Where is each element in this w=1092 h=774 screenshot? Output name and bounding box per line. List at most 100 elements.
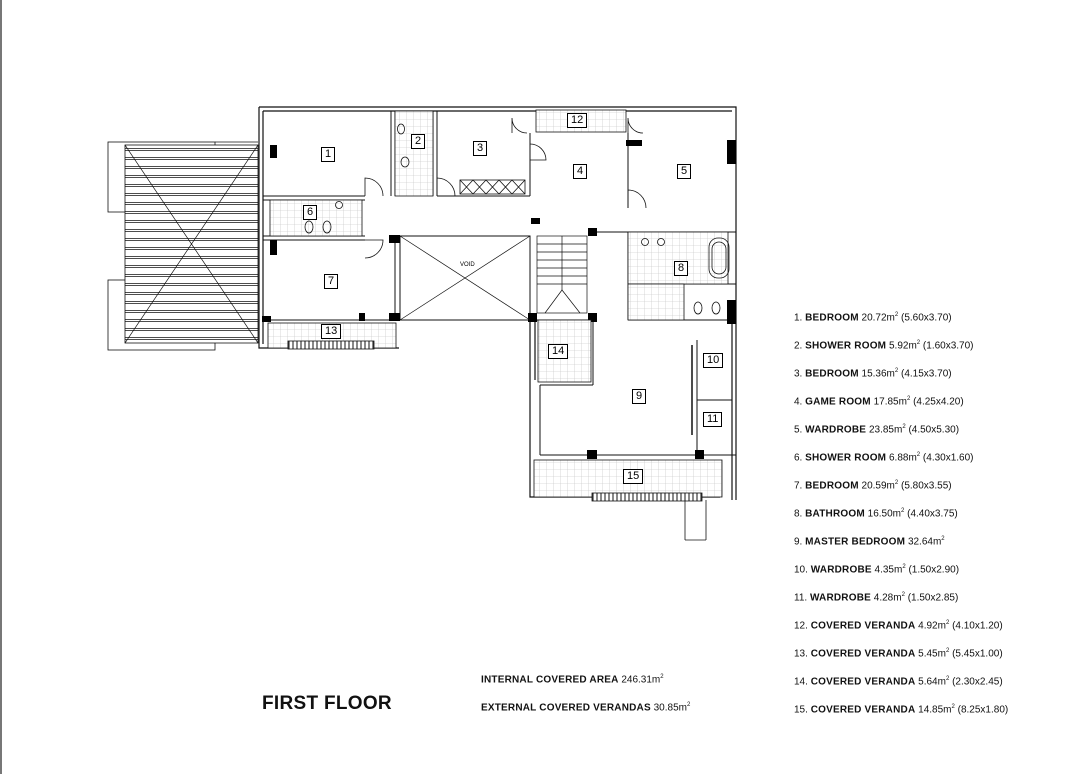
legend-item: 13. COVERED VERANDA 5.45m2 (5.45x1.00) (794, 645, 1084, 673)
legend-area: 14.85m (918, 704, 952, 716)
room-tag-7: 7 (324, 274, 339, 289)
internal-area: INTERNAL COVERED AREA 246.31m2 (481, 674, 664, 685)
legend-item: 5. WARDROBE 23.85m2 (4.50x5.30) (794, 421, 1084, 449)
legend-area-sup: 2 (902, 424, 906, 430)
room-tag-3: 3 (473, 141, 488, 156)
legend-item: 3. BEDROOM 15.36m2 (4.15x3.70) (794, 365, 1084, 393)
legend-room-name: WARDROBE (809, 592, 871, 604)
legend-room-name: SHOWER ROOM (805, 452, 887, 464)
internal-area-label: INTERNAL COVERED AREA (481, 674, 619, 686)
room-tag-1: 1 (321, 147, 336, 162)
legend-area-sup: 2 (945, 648, 950, 654)
legend-area: 6.88m (889, 452, 917, 464)
legend-number: 15. (794, 704, 808, 716)
legend-dimensions: (2.30x2.45) (952, 676, 1003, 688)
legend-area: 23.85m (868, 424, 903, 436)
legend-dimensions: (5.45x1.00) (952, 648, 1003, 660)
legend-item: 11. WARDROBE 4.28m2 (1.50x2.85) (794, 589, 1084, 617)
legend-number: 7. (794, 480, 803, 492)
void-cross (399, 235, 531, 321)
void-label: VOID (460, 262, 475, 268)
internal-area-value: 246.31m (621, 674, 661, 686)
room-tag-4: 4 (573, 164, 588, 179)
legend-number: 3. (794, 368, 803, 380)
legend-area: 32.64m (907, 536, 942, 548)
legend-dimensions: (1.50x2.85) (907, 592, 959, 604)
legend-room-name: GAME ROOM (805, 396, 871, 408)
structural-columns (262, 140, 736, 459)
legend-room-name: BEDROOM (805, 368, 859, 380)
legend-item: 1. BEDROOM 20.72m2 (5.60x3.70) (794, 309, 1084, 337)
room-tag-9: 9 (632, 389, 647, 404)
tiled-areas (267, 109, 729, 498)
legend-item: 12. COVERED VERANDA 4.92m2 (4.10x1.20) (794, 617, 1084, 645)
legend-dimensions: (5.80x3.55) (901, 480, 952, 492)
staircase (536, 235, 588, 314)
legend-area-sup: 2 (951, 704, 955, 710)
fixtures (304, 123, 730, 315)
room-tag-15: 15 (623, 469, 644, 484)
door-swings (364, 117, 647, 259)
legend-dimensions: (5.60x3.70) (901, 312, 952, 324)
legend-area: 20.72m (861, 312, 895, 324)
legend-area: 5.92m (889, 340, 917, 352)
legend-room-name: BATHROOM (805, 508, 865, 520)
legend-area-sup: 2 (902, 564, 906, 570)
legend-area-sup: 2 (945, 676, 950, 682)
legend-item: 15. COVERED VERANDA 14.85m2 (8.25x1.80) (794, 701, 1084, 729)
legend-dimensions: (1.50x2.90) (908, 564, 960, 576)
legend-dimensions: (4.25x4.20) (913, 396, 964, 408)
legend-area-sup: 2 (894, 368, 899, 374)
room-tag-14: 14 (548, 344, 569, 359)
room-tag-8: 8 (674, 261, 689, 276)
external-area-label: EXTERNAL COVERED VERANDAS (481, 702, 651, 714)
legend-item: 4. GAME ROOM 17.85m2 (4.25x4.20) (794, 393, 1084, 421)
legend-item: 9. MASTER BEDROOM 32.64m2 (794, 533, 1084, 561)
legend-area-sup: 2 (916, 340, 921, 346)
floor-title: FIRST FLOOR (262, 693, 392, 714)
legend-dimensions: (4.40x3.75) (907, 508, 958, 520)
legend-room-name: BEDROOM (805, 480, 859, 492)
legend-number: 6. (794, 452, 803, 464)
room-legend: 1. BEDROOM 20.72m2 (5.60x3.70)2. SHOWER … (794, 309, 1084, 729)
legend-area: 17.85m (873, 396, 907, 408)
legend-item: 10. WARDROBE 4.35m2 (1.50x2.90) (794, 561, 1084, 589)
legend-room-name: COVERED VERANDA (810, 704, 916, 716)
legend-number: 12. (794, 620, 808, 632)
legend-area: 20.59m (861, 480, 895, 492)
legend-area-sup: 2 (901, 592, 905, 598)
external-area: EXTERNAL COVERED VERANDAS 30.85m2 (481, 702, 690, 713)
external-area-unit-sup: 2 (686, 702, 691, 708)
legend-dimensions: (4.10x1.20) (952, 620, 1003, 632)
legend-number: 4. (794, 396, 803, 408)
room-tag-5: 5 (677, 164, 692, 179)
legend-dimensions: (1.60x3.70) (922, 340, 974, 352)
room-tag-12: 12 (567, 113, 588, 128)
legend-area: 16.50m (867, 508, 902, 520)
legend-room-name: COVERED VERANDA (810, 648, 916, 660)
legend-item: 7. BEDROOM 20.59m2 (5.80x3.55) (794, 477, 1084, 505)
legend-area-sup: 2 (906, 396, 911, 402)
page-edge (0, 0, 2, 774)
legend-area-sup: 2 (916, 452, 921, 458)
legend-room-name: BEDROOM (805, 312, 859, 324)
legend-number: 14. (794, 676, 808, 688)
legend-item: 14. COVERED VERANDA 5.64m2 (2.30x2.45) (794, 673, 1084, 701)
legend-room-name: COVERED VERANDA (810, 620, 916, 632)
legend-item: 2. SHOWER ROOM 5.92m2 (1.60x3.70) (794, 337, 1084, 365)
room-tag-11: 11 (703, 412, 723, 427)
legend-dimensions: (4.30x1.60) (922, 452, 974, 464)
legend-item: 6. SHOWER ROOM 6.88m2 (4.30x1.60) (794, 449, 1084, 477)
legend-room-name: MASTER BEDROOM (805, 536, 906, 548)
pergola (107, 141, 259, 351)
room-tag-13: 13 (321, 324, 342, 339)
room-tag-2: 2 (411, 134, 426, 149)
legend-area: 4.92m (918, 620, 946, 632)
legend-area: 15.36m (861, 368, 895, 380)
legend-area: 5.45m (918, 648, 946, 660)
legend-number: 1. (794, 312, 803, 324)
legend-number: 5. (794, 424, 803, 436)
legend-dimensions: (4.50x5.30) (908, 424, 960, 436)
internal-area-unit-sup: 2 (660, 674, 664, 680)
